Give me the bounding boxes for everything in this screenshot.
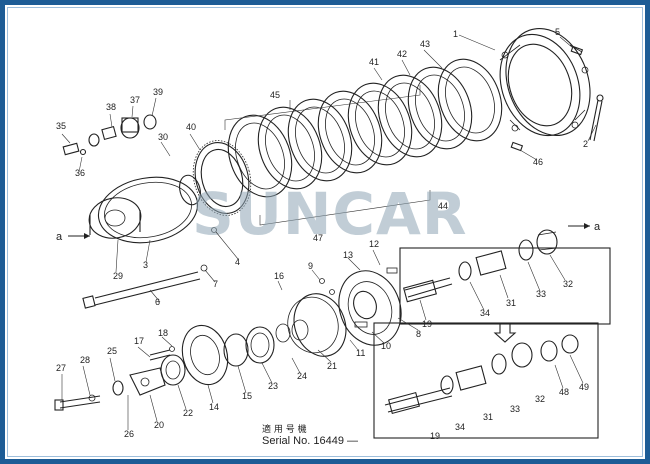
part-label: 32 (563, 279, 573, 289)
part-label: 27 (56, 363, 66, 373)
part-label: 24 (297, 371, 307, 381)
part-label: 36 (75, 168, 85, 178)
part-label: 33 (536, 289, 546, 299)
part-label: 5 (555, 27, 560, 37)
part-label: 13 (343, 250, 353, 260)
leader-lines (61, 34, 597, 430)
part-clutch-plate-stack (224, 58, 503, 226)
part-number-labels: 1 2 3 4 5 6 7 8 9 10 11 12 13 14 15 16 1… (56, 27, 589, 441)
part-output-flange (275, 267, 402, 357)
part-label: 32 (535, 394, 545, 404)
part-lower-hub-assembly (54, 324, 275, 411)
part-shaft-assembly-lower (373, 322, 599, 439)
part-label: 22 (183, 408, 193, 418)
part-label: 26 (124, 429, 134, 439)
part-bolt-right (510, 45, 604, 152)
serial-caption-chinese: 適 用 号 機 (262, 423, 307, 435)
part-label: 46 (533, 157, 543, 167)
part-label: 48 (559, 387, 569, 397)
part-label: 2 (583, 139, 588, 149)
part-label: 20 (154, 420, 164, 430)
part-label: 42 (397, 49, 407, 59)
part-label: 40 (186, 122, 196, 132)
part-label: 19 (422, 319, 432, 329)
part-label: 21 (327, 361, 337, 371)
part-label: 47 (313, 233, 323, 243)
part-label: 16 (274, 271, 284, 281)
part-label: 6 (155, 297, 160, 307)
part-label: 31 (506, 298, 516, 308)
part-label: 39 (153, 87, 163, 97)
part-housing-cover (499, 27, 591, 137)
part-label: 8 (416, 329, 421, 339)
part-label: 7 (213, 279, 218, 289)
serial-caption: Serial No. 16449 — (262, 435, 358, 447)
part-label: 45 (270, 90, 280, 100)
part-ring-gear (192, 140, 252, 216)
part-label: 1 (453, 29, 458, 39)
part-label: 25 (107, 346, 117, 356)
part-label: 17 (134, 336, 144, 346)
part-label: 3 (143, 260, 148, 270)
part-carrier-flange (88, 117, 199, 244)
part-label: 29 (113, 271, 123, 281)
part-label: 15 (242, 391, 252, 401)
part-label: 12 (369, 239, 379, 249)
exploded-parts-diagram: a a 適 用 号 機 Serial No. 16449 — SUNCAR 1 … (54, 27, 611, 447)
part-label: 14 (209, 402, 219, 412)
part-label: 19 (430, 431, 440, 441)
part-label: 37 (130, 95, 140, 105)
part-label: 34 (455, 422, 465, 432)
part-label: 34 (480, 308, 490, 318)
part-label: 43 (420, 39, 430, 49)
part-label: 44 (438, 201, 448, 211)
down-arrow-icon (493, 322, 517, 343)
reference-arrow-left (68, 233, 90, 239)
part-label: 49 (579, 382, 589, 392)
part-label: 23 (268, 381, 278, 391)
part-label: 28 (80, 355, 90, 365)
part-label: 11 (356, 348, 365, 358)
part-small-pins (62, 114, 217, 272)
reference-arrow-right (568, 223, 590, 229)
watermark-logo: SUNCAR (192, 180, 468, 248)
part-label: 31 (483, 412, 493, 422)
part-label: 9 (308, 261, 313, 271)
part-label: 33 (510, 404, 520, 414)
part-o-ring (287, 296, 339, 354)
part-long-bolt (82, 271, 201, 309)
part-snap-ring (179, 174, 201, 206)
part-label: 38 (106, 102, 116, 112)
part-label: 41 (369, 57, 379, 67)
part-label: 35 (56, 121, 66, 131)
part-label: 30 (158, 132, 168, 142)
reference-arrow-right-label: a (594, 221, 601, 233)
part-shaft-assembly-upper (399, 229, 611, 325)
part-label: 4 (235, 257, 240, 267)
part-label: 18 (158, 328, 168, 338)
reference-arrow-left-label: a (56, 231, 63, 243)
part-label: 10 (381, 341, 391, 351)
